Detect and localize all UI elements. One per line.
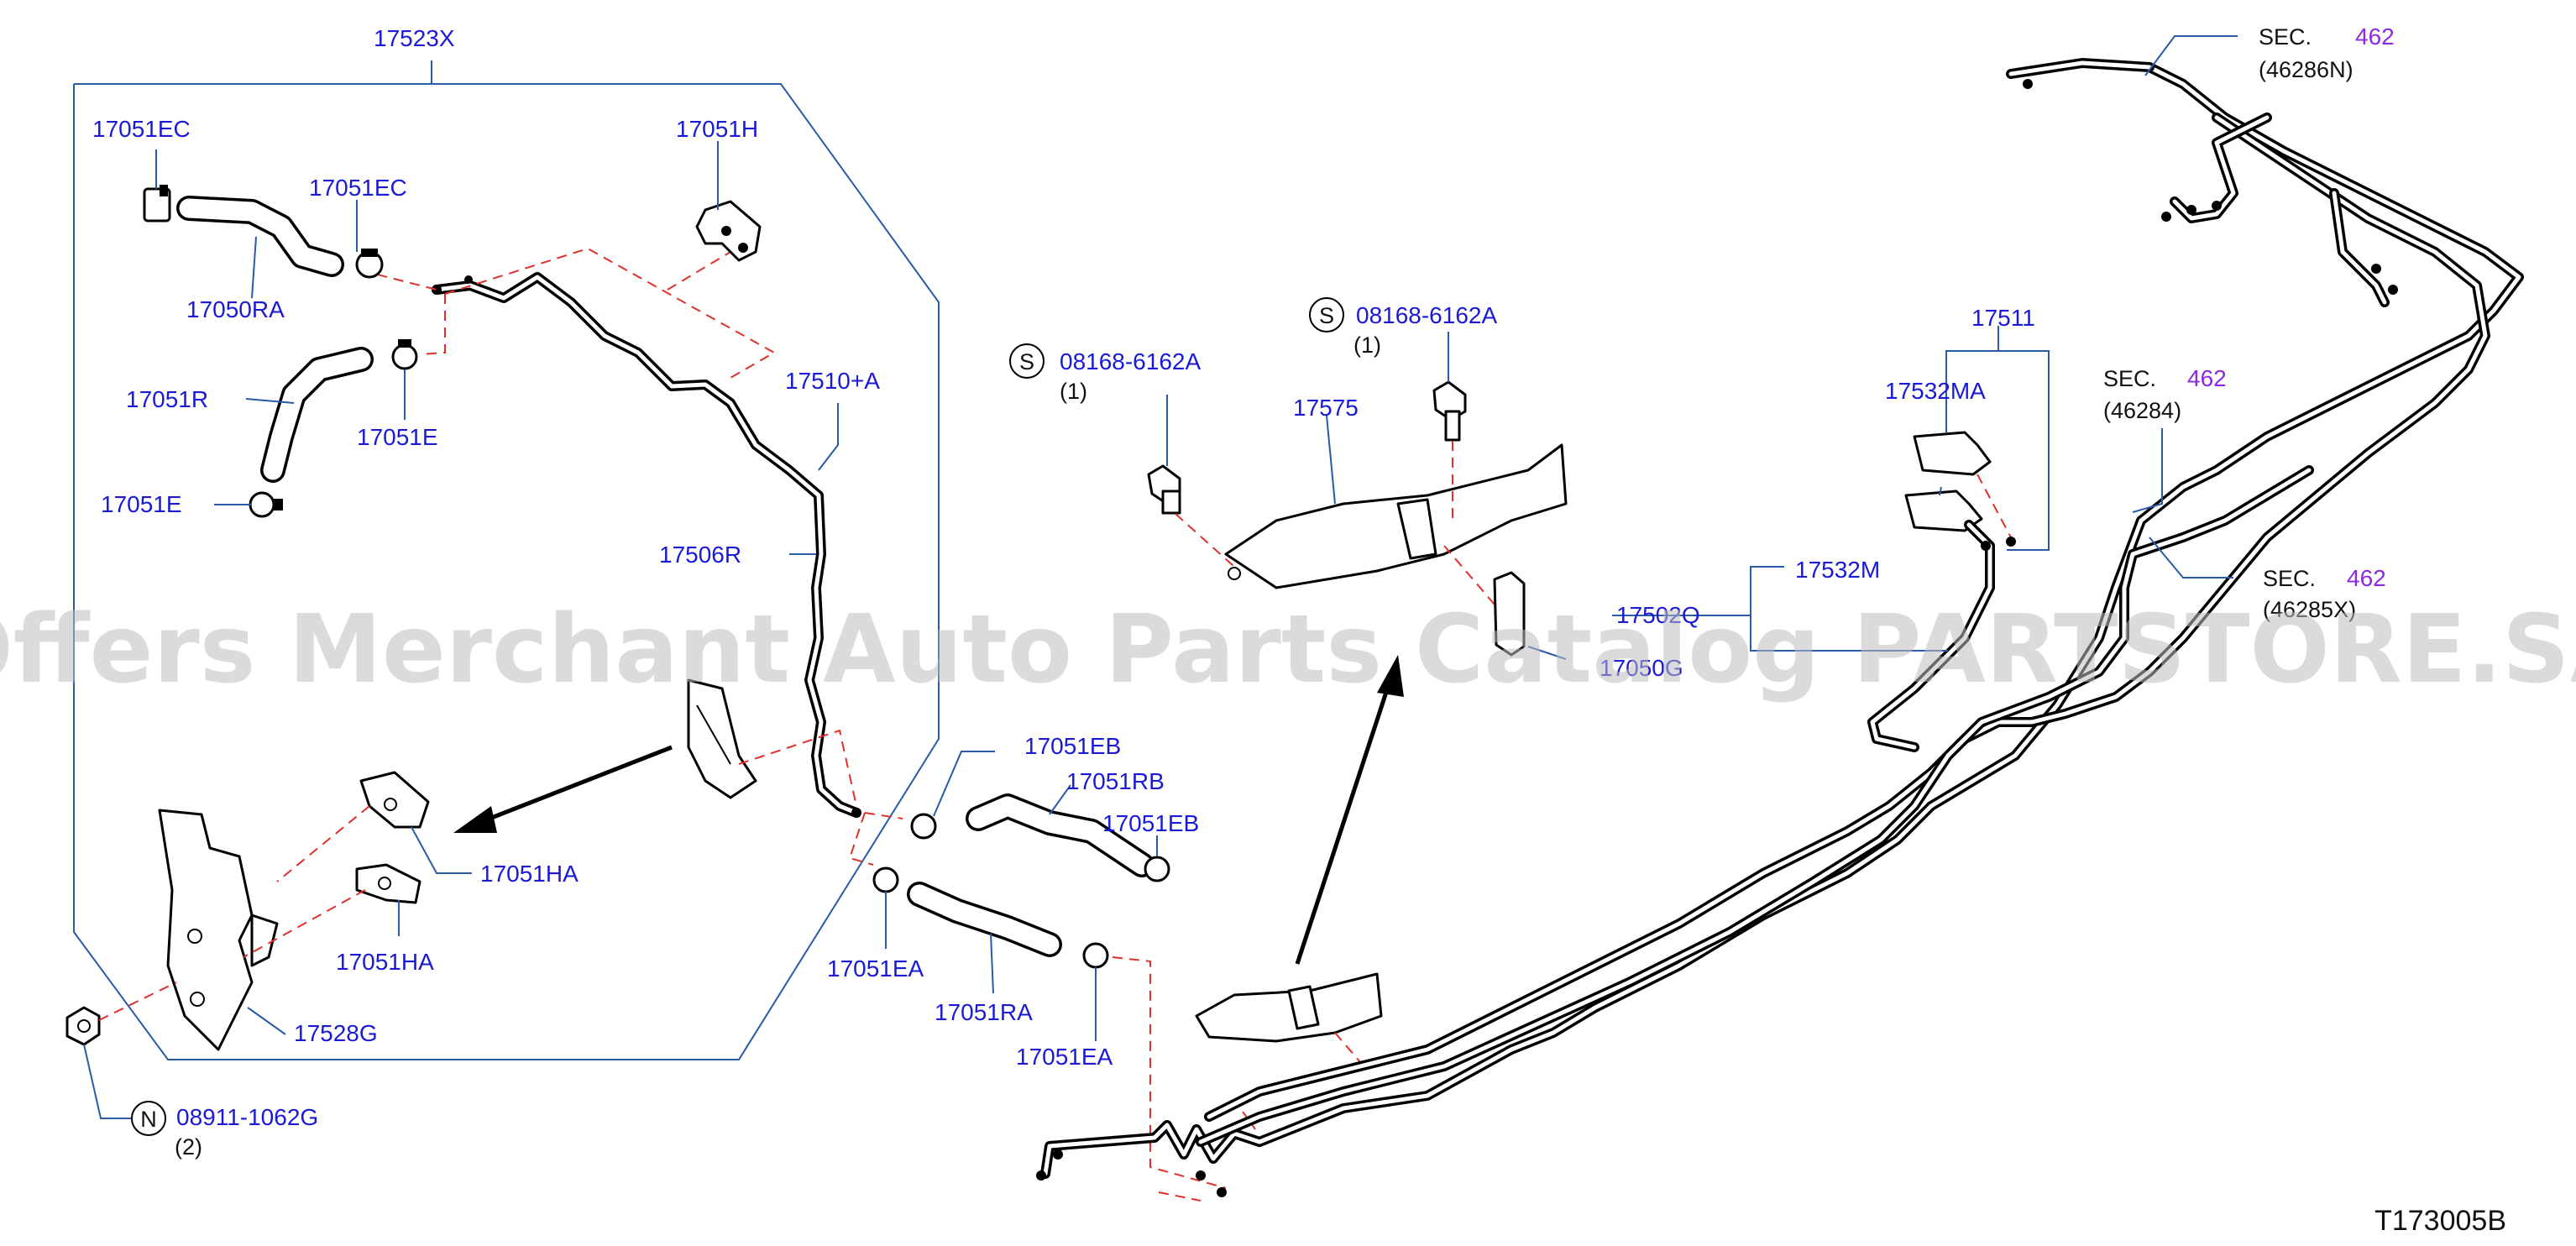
label-17051EB-b: 17051EB — [1102, 810, 1199, 836]
bracket-17528G — [158, 809, 254, 1051]
dashed-leader-2 — [667, 251, 731, 291]
clamp-17051EB-b — [1144, 856, 1170, 882]
bracket-center — [687, 678, 757, 799]
label-08168-b-qty: (1) — [1353, 332, 1381, 358]
label-17502Q: 17502Q — [1616, 602, 1700, 628]
label-17051HA-b: 17051HA — [336, 949, 434, 975]
label-sec-num-3: 462 — [2347, 565, 2386, 591]
symbol-s-a: S — [1019, 349, 1034, 374]
label-17051RB: 17051RB — [1066, 768, 1165, 794]
label-17051RA: 17051RA — [935, 999, 1033, 1025]
label-17510A: 17510+A — [785, 368, 880, 394]
label-sec-ref-1: (46286N) — [2259, 57, 2353, 82]
label-08168-6162A-b: 08168-6162A — [1356, 302, 1497, 328]
label-17051EB-a: 17051EB — [1024, 733, 1121, 759]
pipe-17510A — [432, 272, 861, 818]
dashed-leader-1 — [444, 247, 777, 379]
fitting-17532MA — [1913, 431, 1992, 476]
label-08168-6162A-a: 08168-6162A — [1060, 348, 1201, 374]
dashed-leader-5 — [738, 729, 857, 807]
clamp-17051EB-a — [910, 813, 937, 840]
assembly-outline — [73, 83, 940, 1060]
clamp-17051E-a — [391, 343, 418, 370]
symbol-circle-s-b — [1309, 297, 1344, 332]
clip-17050G — [1493, 571, 1526, 657]
protector-17575 — [1224, 443, 1568, 589]
clamp-17051E-b — [249, 491, 275, 518]
label-08911-qty: (2) — [175, 1134, 202, 1160]
label-17051H: 17051H — [676, 116, 758, 142]
symbol-circle-s-a — [1009, 343, 1045, 379]
label-17051EA-b: 17051EA — [1016, 1044, 1113, 1070]
label-17575: 17575 — [1293, 395, 1359, 421]
clamp-17051EA-b — [1082, 942, 1109, 969]
symbol-circle-n — [131, 1101, 166, 1136]
label-17528G: 17528G — [294, 1020, 378, 1046]
label-sec-ref-3: (46285X) — [2263, 597, 2356, 622]
label-17511: 17511 — [1971, 305, 2035, 331]
label-17050RA: 17050RA — [186, 296, 285, 322]
label-08168-a-qty: (1) — [1060, 379, 1087, 404]
watermark: Offers Merchant Auto Parts Catalog PARTS… — [0, 595, 2576, 704]
label-17051EC-b: 17051EC — [309, 175, 407, 201]
symbol-n: N — [140, 1107, 157, 1132]
label-17051R: 17051R — [126, 386, 208, 412]
detail-arrow-up — [1295, 681, 1392, 965]
label-17506R: 17506R — [659, 542, 741, 568]
label-17523X: 17523X — [374, 25, 455, 51]
clamp-17051EA-a — [872, 866, 899, 893]
label-17051E-a: 17051E — [357, 424, 438, 450]
label-17532M: 17532M — [1795, 557, 1880, 583]
label-sec-1: SEC. — [2259, 24, 2312, 50]
label-17051HA-a: 17051HA — [480, 861, 579, 887]
label-17532MA: 17532MA — [1885, 378, 1986, 404]
label-17051E-b: 17051E — [101, 491, 182, 517]
label-sec-2: SEC. — [2103, 366, 2156, 391]
detail-arrow-left — [478, 745, 673, 825]
dashed-leader-3 — [419, 294, 446, 355]
label-sec-3: SEC. — [2263, 566, 2316, 591]
diagram-code: T173005B — [2374, 1205, 2506, 1237]
dashed-leader-4 — [360, 270, 437, 291]
label-17051EA-a: 17051EA — [827, 955, 924, 982]
fitting-17532M — [1904, 490, 1983, 532]
label-08911-1062G: 08911-1062G — [176, 1104, 318, 1130]
protector-lower — [1195, 972, 1383, 1043]
leader-lines — [83, 35, 2238, 1119]
symbol-s-b: S — [1319, 303, 1334, 328]
label-sec-num-2: 462 — [2187, 365, 2227, 391]
label-17050G: 17050G — [1600, 655, 1683, 681]
label-sec-ref-2: (46284) — [2103, 398, 2181, 423]
label-17051EC-a: 17051EC — [92, 116, 191, 142]
label-sec-num-1: 462 — [2355, 24, 2395, 50]
